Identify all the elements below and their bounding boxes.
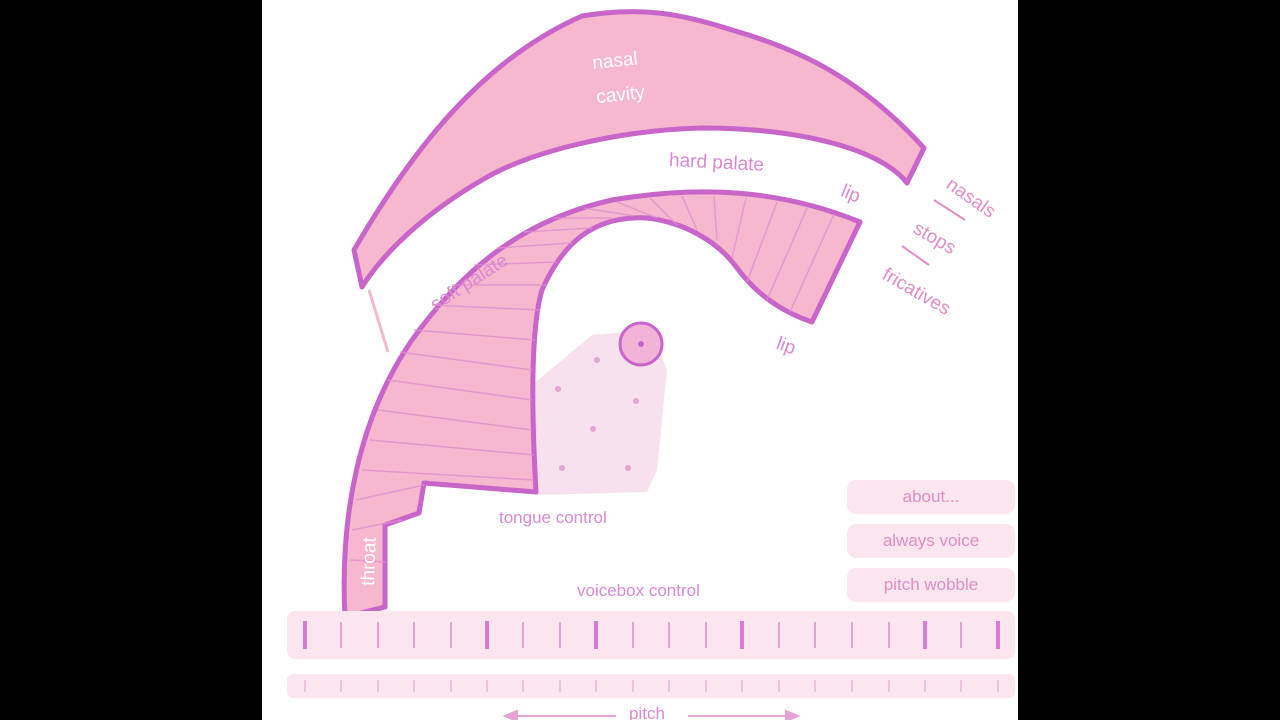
nasal-cavity: [351, 9, 927, 290]
voicebox-major-ticks: [303, 621, 1000, 649]
hard-palate-label: hard palate: [669, 150, 765, 176]
tongue-grid-dots: [555, 357, 639, 471]
upper-lip-label: lip: [838, 181, 863, 208]
tongue-control-area[interactable]: [524, 330, 667, 495]
lower-lip-label: lip: [773, 333, 798, 359]
always-voice-button[interactable]: always voice: [847, 524, 1015, 558]
pitch-arrows: [502, 709, 801, 720]
nasal-cavity-label-2: cavity: [595, 82, 646, 108]
nasals-divider: [933, 199, 966, 221]
fricatives-label: fricatives: [879, 264, 954, 320]
voicebox-control-label: voicebox control: [577, 581, 700, 600]
pitch-label: pitch: [629, 704, 665, 720]
stops-divider: [901, 245, 930, 266]
stops-label: stops: [910, 218, 960, 259]
pitch-ticks: [304, 680, 999, 692]
voicebox-ticks: [340, 622, 962, 648]
tract-segment-lines: [349, 195, 835, 563]
pink-trombone-stage: nasal cavity hard palate soft palate lip…: [262, 0, 1018, 720]
voicebox-control-slider[interactable]: [287, 611, 1015, 659]
vocal-tract-diagram: nasal cavity hard palate soft palate lip…: [287, 9, 1015, 720]
nasal-cavity-label: nasal: [591, 48, 638, 74]
oral-tract: [341, 189, 863, 620]
pitch-wobble-button[interactable]: pitch wobble: [847, 568, 1015, 602]
throat-label: throat: [358, 536, 381, 586]
nasals-label: nasals: [942, 174, 999, 223]
tongue-control-label: tongue control: [499, 508, 607, 527]
about-button[interactable]: about...: [847, 480, 1015, 514]
pitch-slider-track[interactable]: [287, 674, 1015, 698]
